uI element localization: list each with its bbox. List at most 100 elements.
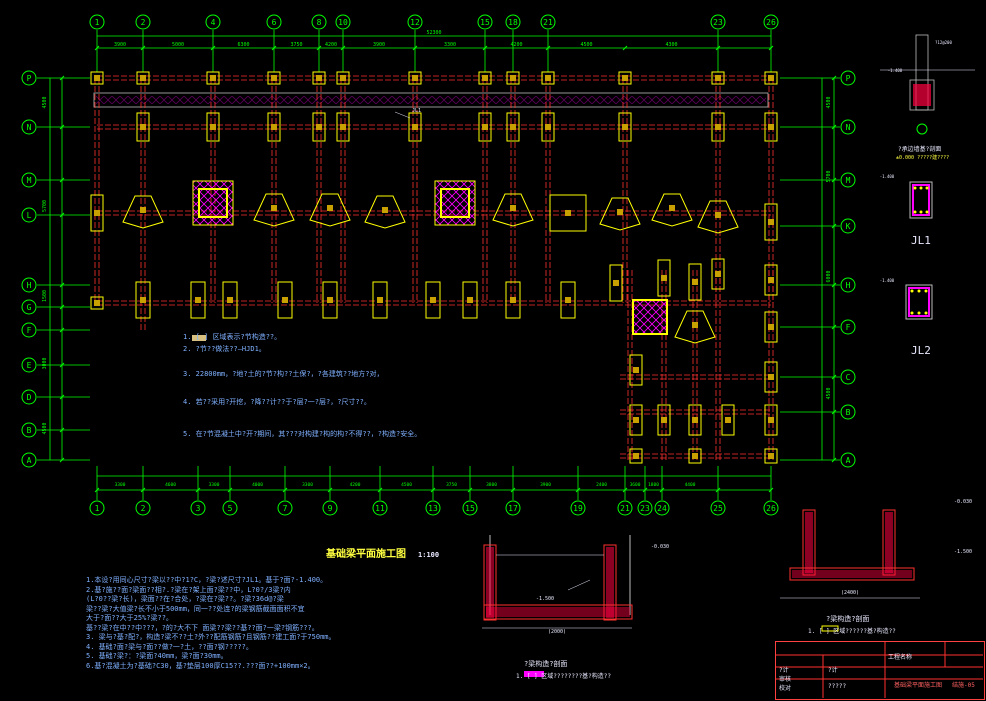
pile-cap [478, 71, 492, 85]
axis-bubble [654, 500, 670, 516]
axis-bubble [21, 277, 37, 293]
pile-cap [629, 354, 643, 386]
axis-label: 4 [211, 18, 216, 27]
dim-tick [412, 45, 418, 51]
axis-bubble [21, 70, 37, 86]
dim-tick [271, 45, 277, 51]
beam-section-jl1 [909, 181, 933, 219]
axis-label: 10 [338, 18, 348, 27]
pile-cap [618, 71, 632, 85]
triangular-pile-cap [651, 193, 693, 227]
column [510, 297, 516, 303]
jl1-rebar [913, 186, 917, 190]
title-block-label-4: ????? [828, 683, 847, 690]
elev-mark: -1.500 [536, 596, 554, 602]
axis-bubble [840, 319, 856, 335]
dim-tick [59, 327, 65, 333]
dim-tick [715, 45, 721, 51]
axis-bubble [505, 500, 521, 516]
axis-label: E [27, 361, 32, 370]
column [768, 277, 774, 283]
dim-text: 3300 [444, 42, 456, 48]
axis-bubble [266, 14, 282, 30]
axis-label: 9 [328, 504, 333, 513]
axis-bubble [21, 207, 37, 223]
pile-cap [90, 296, 104, 310]
section-footing [789, 567, 915, 581]
general-note: 大于?面??大于25%?梁??。 [86, 614, 173, 622]
dim-tick [715, 487, 721, 493]
axis-bubble [21, 322, 37, 338]
pile-cap [764, 448, 778, 464]
dim-tick [59, 212, 65, 218]
dim-text: 3900 [114, 42, 126, 48]
axis-label: B [846, 408, 851, 417]
dim-tick [831, 374, 837, 380]
column [94, 210, 100, 216]
rebar-text: ?12@200 [935, 40, 952, 45]
axis-label: P [846, 74, 851, 83]
axis-bubble [710, 14, 726, 30]
dim-tick [94, 45, 100, 51]
axis-label: 26 [766, 504, 776, 513]
column [565, 210, 571, 216]
dim-mark: (2000) [548, 629, 566, 635]
axis-label: 15 [465, 504, 475, 513]
triangular-pile-cap [599, 197, 641, 231]
dim-tick [316, 45, 322, 51]
dim-text: 4500 [826, 96, 832, 108]
axis-bubble [21, 172, 37, 188]
title-block-label-0: ?计 [779, 667, 789, 674]
general-note: 基??梁?在中??中???，?的?大不下 面梁??梁??基??面?一梁?钢筋??… [86, 623, 319, 632]
column [692, 279, 698, 285]
dim-tick [140, 45, 146, 51]
pile-cap [711, 258, 725, 290]
pile-cap [541, 71, 555, 85]
axis-label: N [27, 123, 32, 132]
dim-tick [831, 457, 837, 463]
pile-cap [136, 112, 150, 142]
axis-bubble [763, 500, 779, 516]
strip-footing-hatch [96, 96, 766, 104]
general-note: 2.基?施??面?梁面??相?.?梁在?架上面?梁??中，L?0?/3梁?内 [86, 585, 291, 594]
column [715, 212, 721, 218]
dim-tick [210, 45, 216, 51]
main-plan-scale: 1:100 [418, 551, 440, 559]
column [669, 205, 675, 211]
legend-swatch [192, 335, 206, 341]
axis-label: 26 [766, 18, 776, 27]
column [412, 124, 418, 130]
dim-tick [831, 324, 837, 330]
pile-cap [618, 112, 632, 142]
axis-label: 13 [428, 504, 438, 513]
legend-swatch [524, 671, 544, 677]
dim-tick [831, 75, 837, 81]
axis-label: 21 [543, 18, 553, 27]
section-footing [483, 604, 633, 620]
axis-bubble [311, 14, 327, 30]
dim-tick [227, 487, 233, 493]
axis-bubble [135, 500, 151, 516]
pile-cap [688, 448, 702, 464]
dim-tick [659, 487, 665, 493]
pile-cap [657, 259, 671, 297]
section-footing-fill [486, 607, 630, 617]
pile-cap [629, 448, 643, 464]
main-plan-title-text: 基础梁平面施工图 [326, 549, 406, 560]
jl2-rebar [917, 289, 921, 293]
dim-tick [59, 124, 65, 130]
leader-line [567, 579, 591, 591]
pile-cap [190, 281, 206, 319]
dim-text: 4200 [350, 482, 361, 488]
pile-cap [505, 281, 521, 319]
dim-text: 4500 [42, 96, 48, 108]
column [715, 271, 721, 277]
dim-tick [482, 45, 488, 51]
pile-cap [425, 281, 441, 319]
pile-cap [711, 112, 725, 142]
column [725, 417, 731, 423]
jl1-rebar [913, 210, 917, 214]
axis-label: P [27, 74, 32, 83]
axis-bubble [540, 14, 556, 30]
axis-label: 3 [196, 504, 201, 513]
